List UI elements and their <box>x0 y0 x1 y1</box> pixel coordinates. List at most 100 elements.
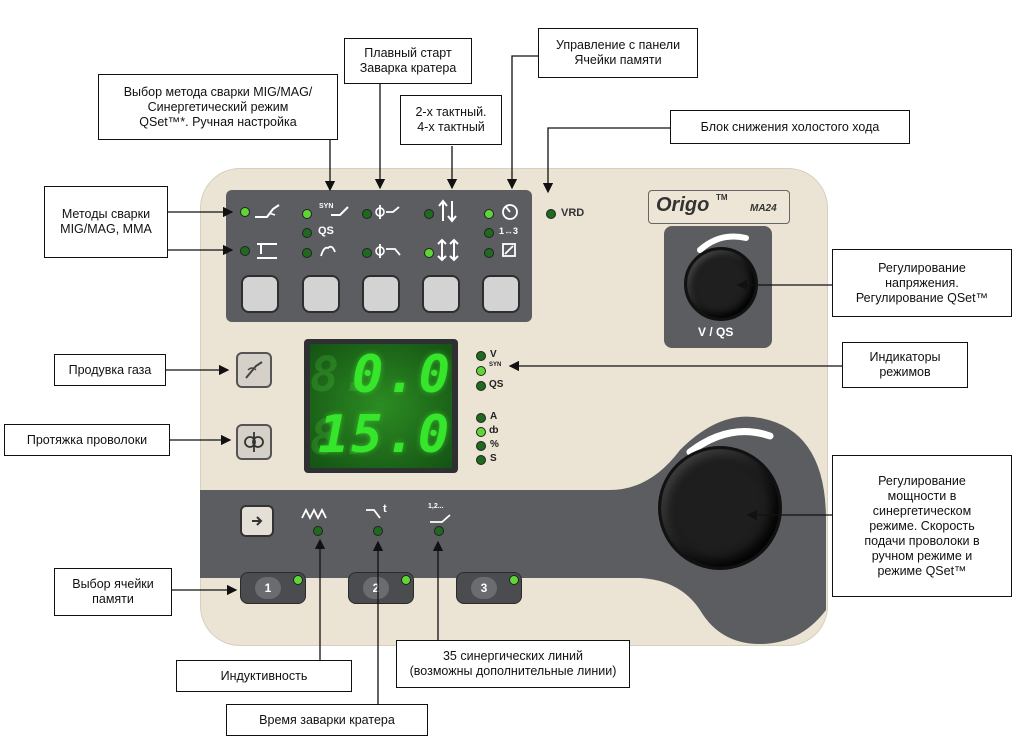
ind-pct-label: % <box>490 439 499 450</box>
display-ghost-bottom: 8. <box>310 410 372 466</box>
mode-button[interactable] <box>302 275 340 313</box>
memory-button-1[interactable]: 1 <box>240 572 306 604</box>
inductance-icon <box>301 507 327 520</box>
callout-wire-feed: Протяжка проволоки <box>4 424 170 456</box>
led-ind-wire <box>476 427 486 437</box>
led-syn <box>302 209 312 219</box>
brand-model: MA24 <box>750 203 777 214</box>
voltage-knob-label: V / QS <box>698 325 734 339</box>
mig-torch-icon <box>255 204 280 218</box>
callout-memory-text: Выбор ячейки памяти <box>72 577 154 606</box>
led-ind-qs <box>476 381 486 391</box>
callout-weld-method: Выбор метода сварки MIG/MAG/ Синергетиче… <box>98 74 338 140</box>
callout-panel-control: Управление с панели Ячейки памяти <box>538 28 698 78</box>
display-bottom-value: 15.0 <box>318 405 452 465</box>
led-qs <box>302 228 312 238</box>
led-soft-start <box>362 209 372 219</box>
callout-wire-feed-text: Протяжка проволоки <box>26 432 148 447</box>
callout-gas-text: Продувка газа <box>68 362 152 377</box>
callout-vrd: Блок снижения холостого хода <box>670 110 910 144</box>
callout-crater-time-text: Время заварки кратера <box>259 712 395 727</box>
led-crater <box>362 248 372 258</box>
gas-torch-icon <box>245 361 263 379</box>
callout-panel-control-text: Управление с панели Ячейки памяти <box>555 38 681 67</box>
callout-tact-text: 2-х тактный. 4-х тактный <box>415 105 487 134</box>
ind-v-label: V <box>490 349 497 360</box>
led-inductance <box>313 526 323 536</box>
callout-methods: Методы сварки MIG/MAG, MMA <box>44 186 168 258</box>
crater-fill-icon <box>375 244 401 258</box>
brand-name: Origo <box>656 194 710 216</box>
callout-tact: 2-х тактный. 4-х тактный <box>400 95 502 145</box>
syn-text: SYN <box>319 203 334 210</box>
start-crater-button[interactable] <box>362 275 400 313</box>
callout-lines-text: 35 синергических линий (возможны дополни… <box>409 649 617 678</box>
manual-hand-icon <box>320 245 336 257</box>
brand-tm: TM <box>716 193 728 202</box>
led-ind-syn <box>476 366 486 376</box>
power-knob[interactable] <box>658 446 782 570</box>
crater-time-text: t <box>383 503 387 515</box>
led-mig <box>240 207 250 217</box>
mma-electrode-icon <box>257 243 277 259</box>
callout-memory: Выбор ячейки памяти <box>54 568 172 616</box>
led-memory <box>484 248 494 258</box>
callout-crater-time: Время заварки кратера <box>226 704 428 736</box>
ind-s-label: S <box>490 453 497 464</box>
callout-modes-text: Индикаторы режимов <box>869 350 941 379</box>
trigger-mode-button[interactable] <box>422 275 460 313</box>
soft-start-icon <box>375 205 400 219</box>
led-ind-pct <box>476 441 486 451</box>
led-memory-2 <box>401 575 411 585</box>
ind-wire-label: ȸ <box>489 425 499 436</box>
callout-soft-start-text: Плавный старт Заварка кратера <box>359 46 457 75</box>
qs-text: QS <box>318 225 334 237</box>
led-4t <box>424 248 434 258</box>
callout-weld-method-text: Выбор метода сварки MIG/MAG/ Синергетиче… <box>123 84 313 129</box>
led-mma <box>240 246 250 256</box>
led-remote <box>484 209 494 219</box>
memory-1-label: 1 <box>255 577 281 599</box>
led-syn-lines <box>434 526 444 536</box>
led-ind-a <box>476 413 486 423</box>
remote-control-icon <box>502 204 518 220</box>
led-memory-3 <box>509 575 519 585</box>
wire-feed-icon <box>244 432 264 452</box>
led-crater-time <box>373 526 383 536</box>
callout-lines: 35 синергических линий (возможны дополни… <box>396 640 630 688</box>
ind-syn-label: SYN <box>489 362 502 368</box>
callout-modes: Индикаторы режимов <box>842 342 968 388</box>
callout-inductance-text: Индуктивность <box>220 668 308 683</box>
gas-purge-button[interactable] <box>236 352 272 388</box>
led-ind-v <box>476 351 486 361</box>
led-2t <box>424 209 434 219</box>
syn-lines-icon <box>430 514 451 523</box>
brand-plate <box>648 190 790 224</box>
led-memory-range <box>484 228 494 238</box>
ind-qs-label: QS <box>489 379 504 390</box>
callout-inductance: Индуктивность <box>176 660 352 692</box>
syn-curve-icon <box>331 206 349 216</box>
method-button[interactable] <box>241 275 279 313</box>
2t-arrows-icon <box>438 199 457 223</box>
4t-arrows-icon <box>437 238 459 262</box>
callout-voltage-text: Регулирование напряжения. Регулирование … <box>855 260 989 305</box>
display-top-value: 0.0 <box>352 345 452 405</box>
led-manual <box>302 248 312 258</box>
callout-methods-text: Методы сварки MIG/MAG, MMA <box>60 207 152 236</box>
lines-text: 1,2... <box>428 503 444 510</box>
callout-power: Регулирование мощности в синергетическом… <box>832 455 1012 597</box>
callout-gas: Продувка газа <box>54 354 166 386</box>
callout-power-text: Регулирование мощности в синергетическом… <box>864 473 980 578</box>
memory-2-label: 2 <box>363 577 389 599</box>
led-ind-s <box>476 455 486 465</box>
arrow-right-icon <box>252 516 263 526</box>
callout-soft-start: Плавный старт Заварка кратера <box>344 38 472 84</box>
callout-voltage: Регулирование напряжения. Регулирование … <box>832 249 1012 317</box>
led-memory-1 <box>293 575 303 585</box>
vrd-label: VRD <box>561 207 585 219</box>
crater-time-icon <box>366 509 381 519</box>
panel-control-button[interactable] <box>482 275 520 313</box>
callout-vrd-text: Блок снижения холостого хода <box>700 119 880 134</box>
